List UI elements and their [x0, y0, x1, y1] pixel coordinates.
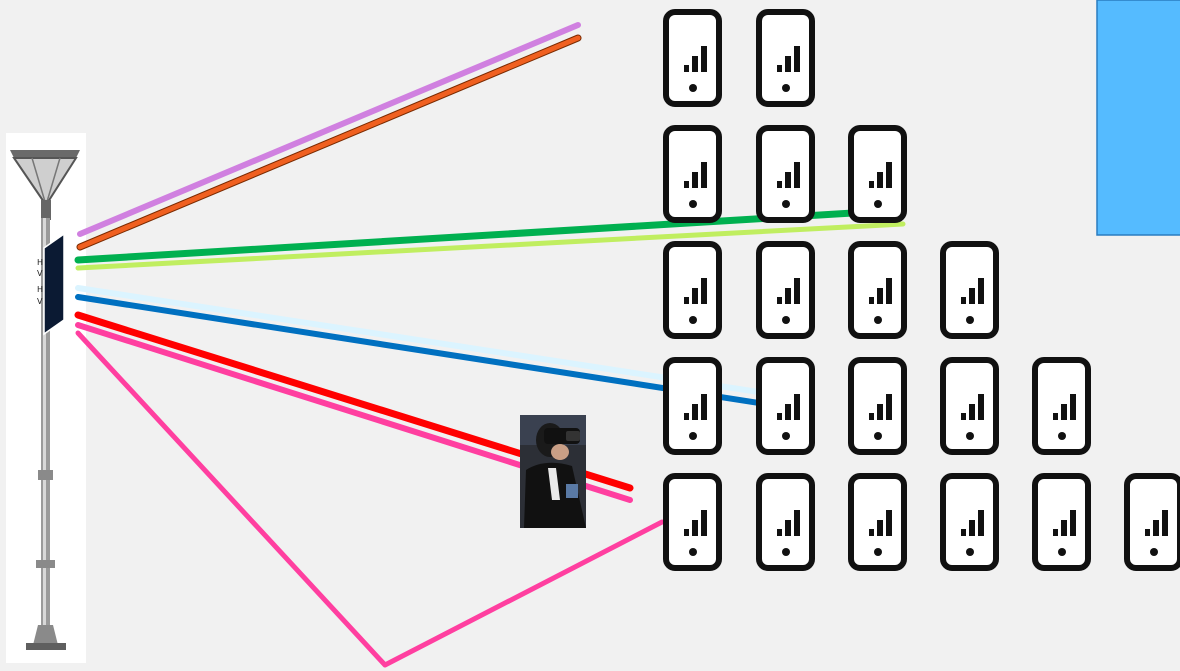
mobile-signal-icon — [1127, 476, 1180, 568]
mobile-signal-icon — [943, 476, 996, 568]
mobile-signal-icon — [851, 244, 904, 336]
mobile-signal-icon — [666, 128, 719, 220]
beam-lightblue-h — [78, 288, 765, 393]
antenna-port-label: H — [37, 258, 43, 267]
mobile-signal-icon — [759, 244, 812, 336]
mobile-signal-icon — [666, 12, 719, 104]
mobile-signal-icon — [759, 360, 812, 452]
mobile-signal-icon — [759, 476, 812, 568]
mobile-signal-icon — [666, 244, 719, 336]
mobile-signal-icon — [943, 244, 996, 336]
antenna-port-label: H — [37, 285, 43, 294]
mobile-signal-icon — [851, 360, 904, 452]
mobile-signal-icon — [851, 128, 904, 220]
antenna-port-label: V — [37, 269, 43, 278]
street-light-pole-icon — [6, 133, 86, 663]
vr-headset-user-icon — [520, 415, 586, 528]
mobile-signal-icon — [851, 476, 904, 568]
antenna-port-label: V — [37, 297, 43, 306]
mobile-signal-icon — [1035, 476, 1088, 568]
mobile-signal-icon — [666, 360, 719, 452]
mobile-signal-icon — [943, 360, 996, 452]
beam-orange — [80, 38, 578, 247]
mobile-signal-icon — [1035, 360, 1088, 452]
mobile-signal-icon — [666, 476, 719, 568]
antenna-panel — [44, 234, 64, 334]
blue-box — [1097, 0, 1180, 235]
mobile-signal-icon — [759, 12, 812, 104]
beam-violet — [80, 25, 578, 234]
mobile-signal-icon — [759, 128, 812, 220]
